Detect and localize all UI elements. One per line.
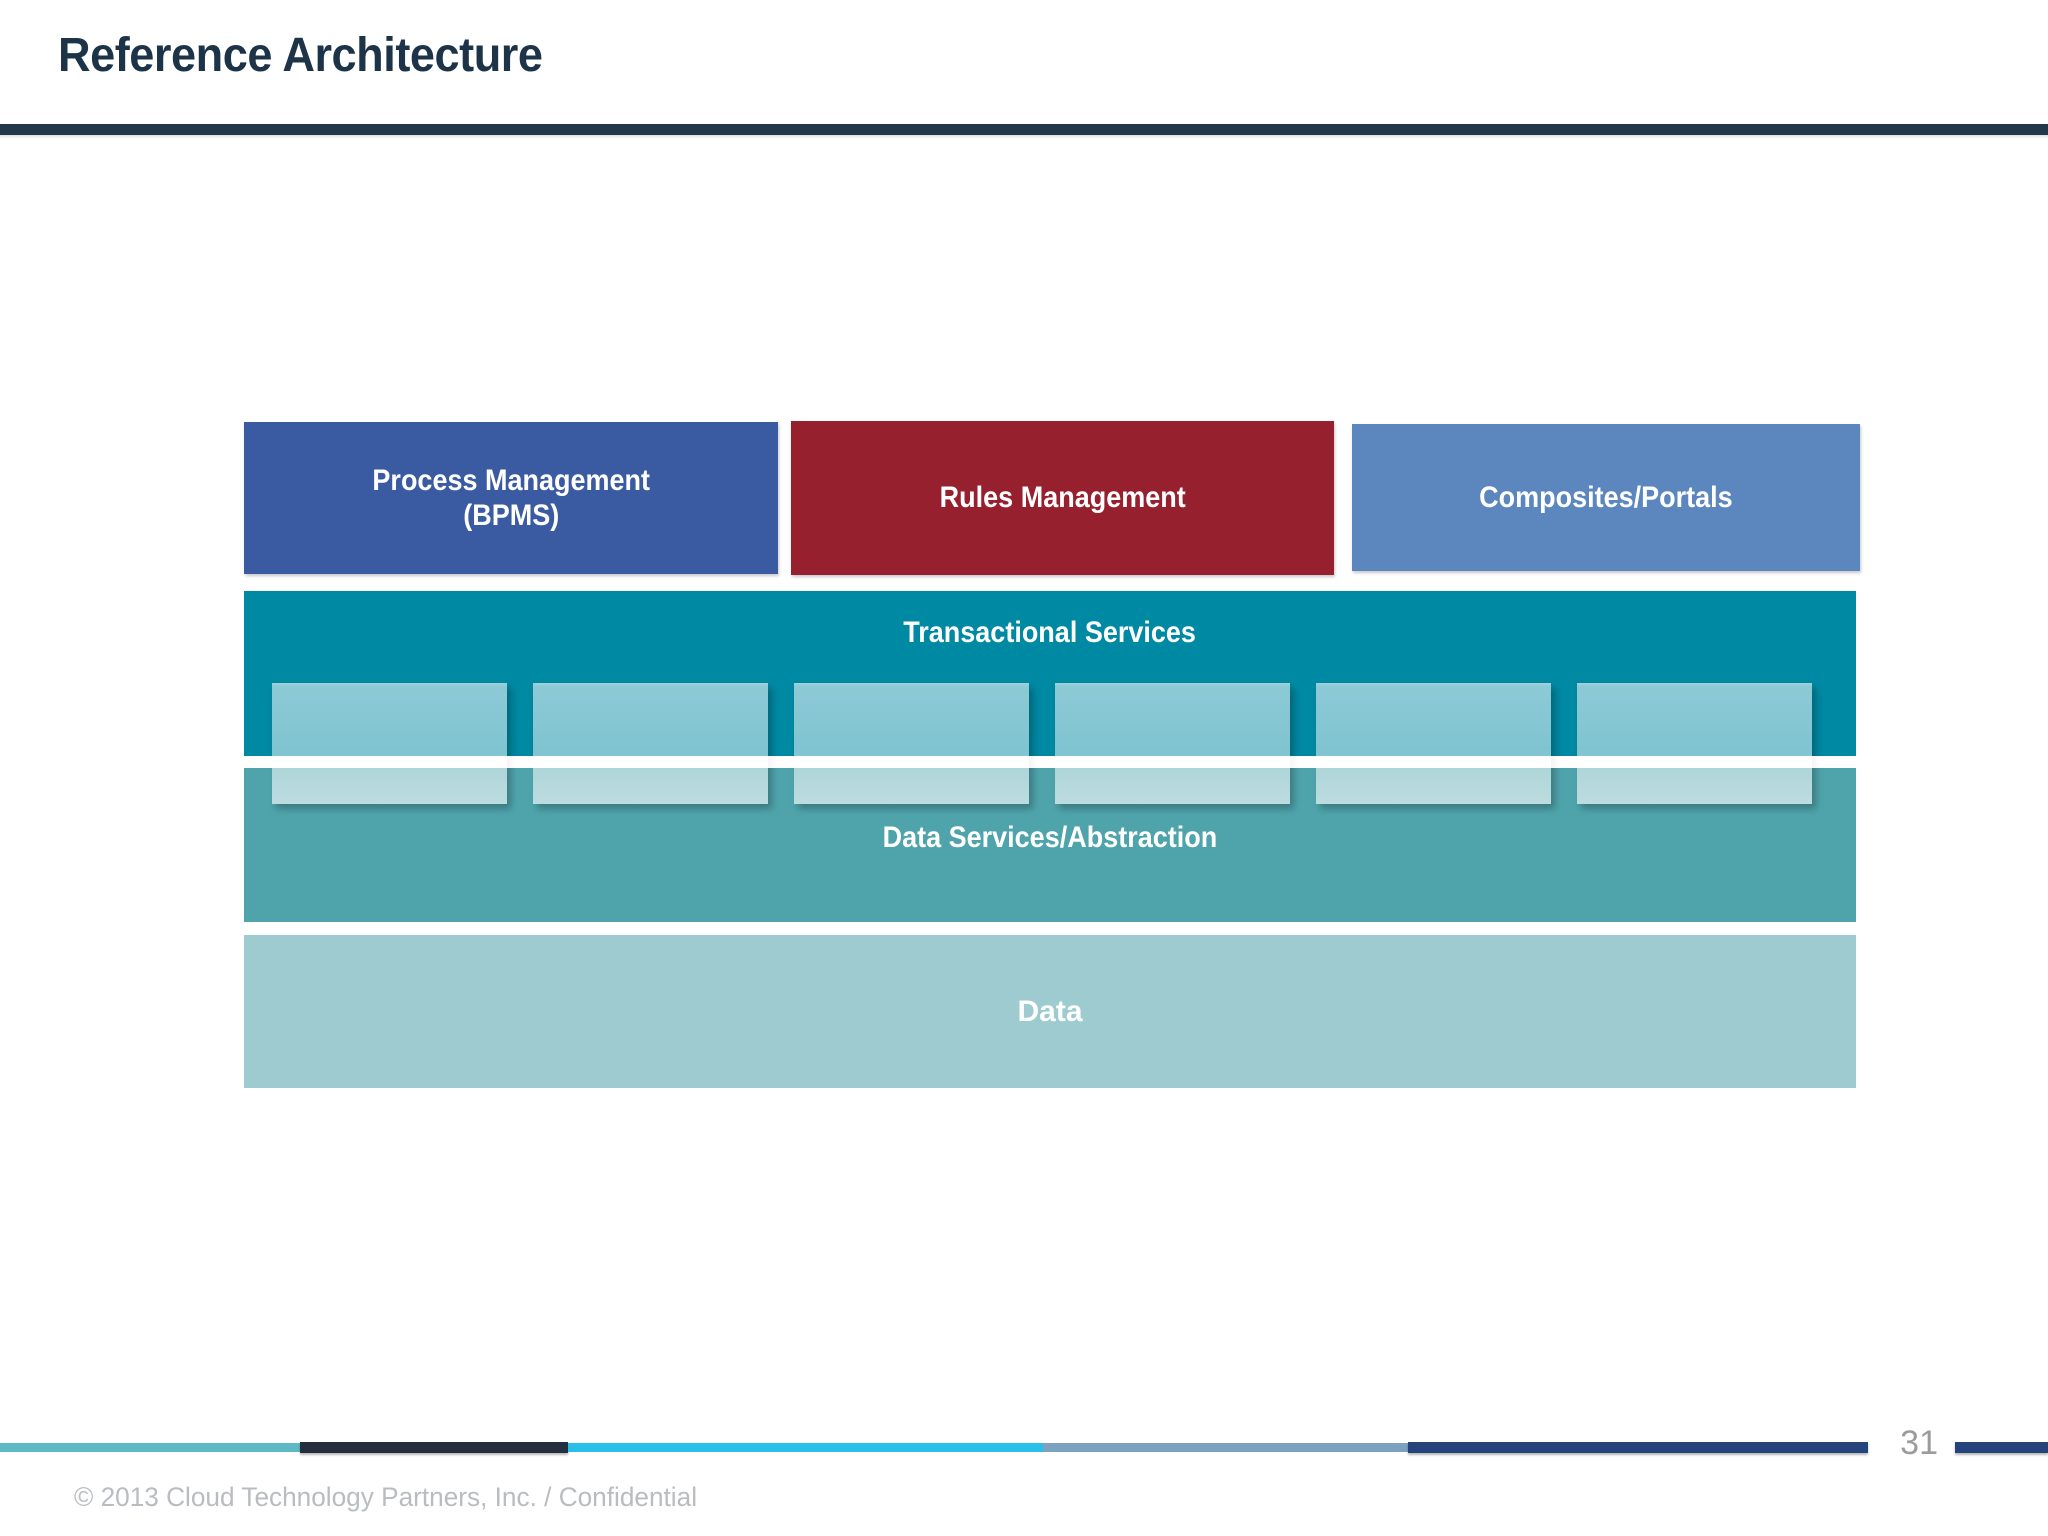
footer-copyright: © 2013 Cloud Technology Partners, Inc. /… — [74, 1482, 698, 1512]
service-box — [272, 683, 507, 804]
footer-rule-segment-steel — [1043, 1443, 1408, 1452]
block-rules-management-label: Rules Management — [939, 481, 1186, 515]
band-data-label: Data — [1017, 994, 1083, 1028]
block-rules-management: Rules Management — [791, 421, 1334, 575]
block-process-management: Process Management (BPMS) — [244, 422, 778, 574]
service-box — [1055, 683, 1290, 804]
band-separator-stripe — [244, 756, 1856, 768]
footer-decorative-rule — [0, 1442, 2048, 1453]
service-box — [1316, 683, 1551, 804]
title-divider-shadow — [0, 135, 2048, 139]
band-data-services-abstraction-label: Data Services/Abstraction — [882, 821, 1218, 854]
block-composites-portals-label: Composites/Portals — [1479, 480, 1733, 514]
title-divider — [0, 124, 2048, 135]
service-box — [1577, 683, 1812, 804]
footer-rule-segment-navy — [300, 1442, 568, 1453]
page-number: 31 — [1900, 1424, 1938, 1462]
band-data: Data — [244, 935, 1856, 1088]
block-composites-portals: Composites/Portals — [1352, 424, 1860, 571]
block-process-management-label: Process Management (BPMS) — [372, 463, 650, 532]
band-transactional-services-label: Transactional Services — [903, 616, 1197, 649]
footer-rule-segment-navy-blue — [1408, 1442, 1868, 1453]
footer-rule-segment-teal — [0, 1443, 300, 1452]
service-box — [794, 683, 1029, 804]
footer-rule-segment-cyan — [568, 1443, 1043, 1452]
service-box — [533, 683, 768, 804]
page-title: Reference Architecture — [58, 29, 543, 82]
footer-rule-segment-navy-blue-end — [1955, 1442, 2048, 1453]
